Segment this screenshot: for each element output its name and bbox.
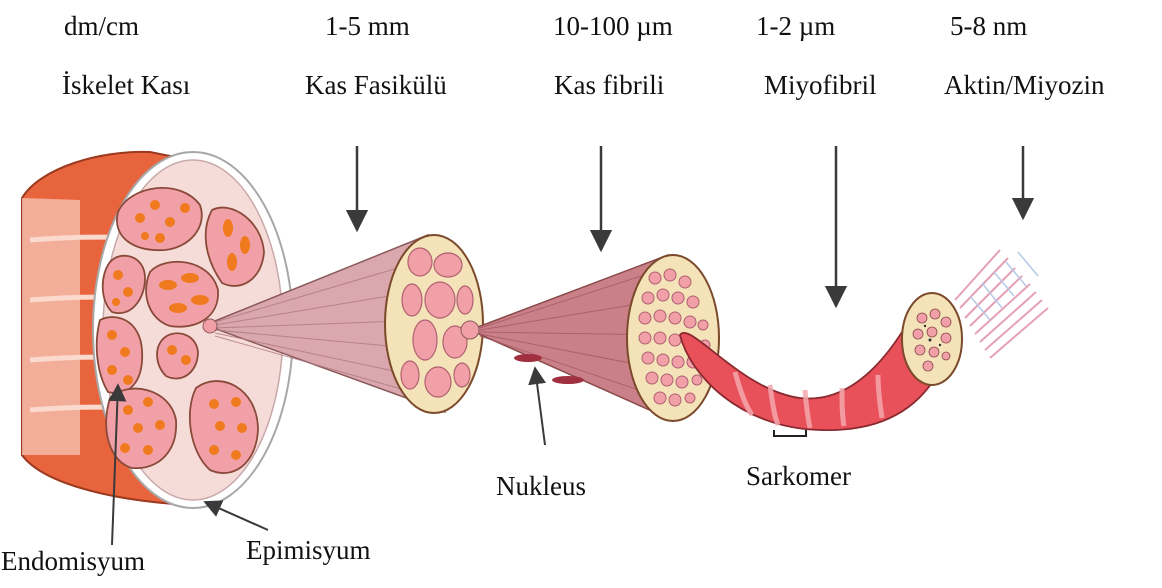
arrow-nucleus <box>535 368 545 445</box>
myofibril-illustration <box>680 293 962 436</box>
sarcomere-bracket <box>774 430 806 436</box>
arrow-epimysium <box>205 502 268 530</box>
label-epimysium: Epimisyum <box>246 537 371 564</box>
label-nucleus: Nukleus <box>496 473 586 500</box>
filament-illustration <box>955 250 1048 358</box>
myofibril-cross-section <box>902 293 962 385</box>
label-endomysium: Endomisyum <box>1 548 145 575</box>
fascicle-4 <box>146 262 218 327</box>
nucleus-1 <box>514 354 542 362</box>
fascicle-5 <box>157 333 198 378</box>
label-sarcomere: Sarkomer <box>746 463 851 490</box>
fascicle-6 <box>97 317 142 393</box>
nucleus-2 <box>552 376 584 384</box>
